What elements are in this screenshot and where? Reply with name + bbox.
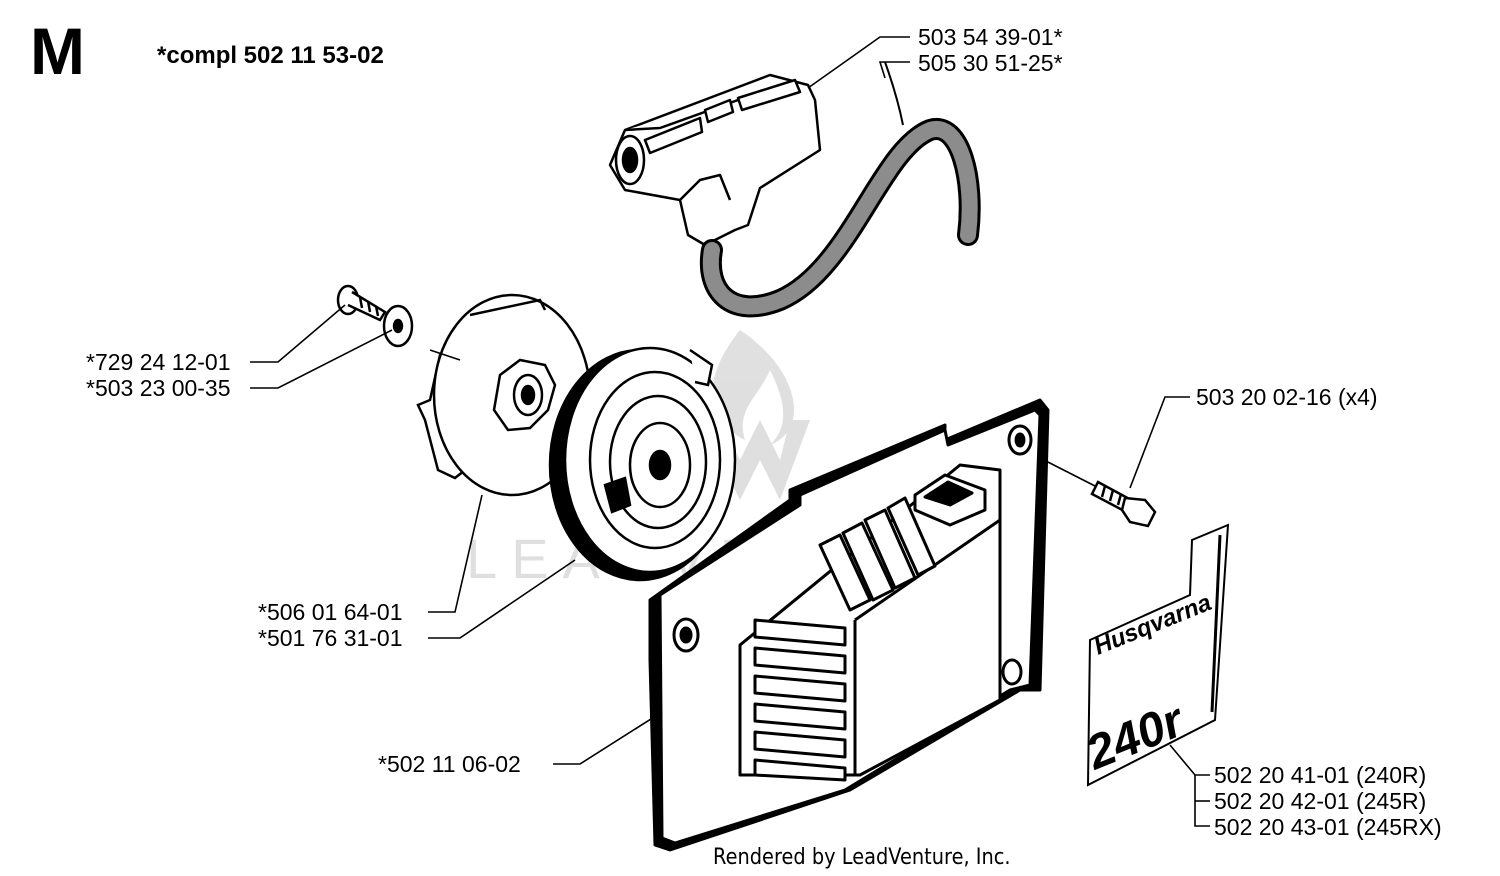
part-label-decal-240r: 502 20 41-01 (240R) <box>1214 762 1427 788</box>
recoil-spring-cassette <box>548 346 737 582</box>
screw <box>336 284 387 322</box>
starter-cover <box>648 398 1050 852</box>
part-label-bolt: 503 20 02-16 (x4) <box>1196 384 1378 410</box>
starter-handle <box>608 73 822 247</box>
cover-louvers <box>753 618 847 782</box>
cover-vents <box>818 496 937 612</box>
footer-credit: Rendered by LeadVenture, Inc. <box>713 845 1011 870</box>
part-label-decal-245r: 502 20 42-01 (245R) <box>1214 788 1427 814</box>
starter-rope <box>699 61 981 318</box>
part-label-handle: 503 54 39-01* <box>918 24 1063 50</box>
model-decal: Husqvarna 240r <box>1078 523 1230 787</box>
rope-pulley <box>416 293 592 497</box>
part-label-spring: *501 76 31-01 <box>258 625 403 651</box>
complete-assembly-note: *compl 502 11 53-02 <box>157 42 384 69</box>
washer <box>382 304 414 348</box>
cover-bolt <box>1090 480 1157 528</box>
part-label-washer: *503 23 00-35 <box>86 375 231 401</box>
part-label-decal-245rx: 502 20 43-01 (245RX) <box>1214 814 1442 840</box>
leader-lines <box>250 36 1210 827</box>
part-label-pulley: *506 01 64-01 <box>258 599 403 625</box>
part-label-rope: 505 30 51-25* <box>918 50 1063 76</box>
part-label-cover: *502 11 06-02 <box>378 751 521 777</box>
part-label-screw: *729 24 12-01 <box>86 349 231 375</box>
section-letter: M <box>30 14 85 88</box>
